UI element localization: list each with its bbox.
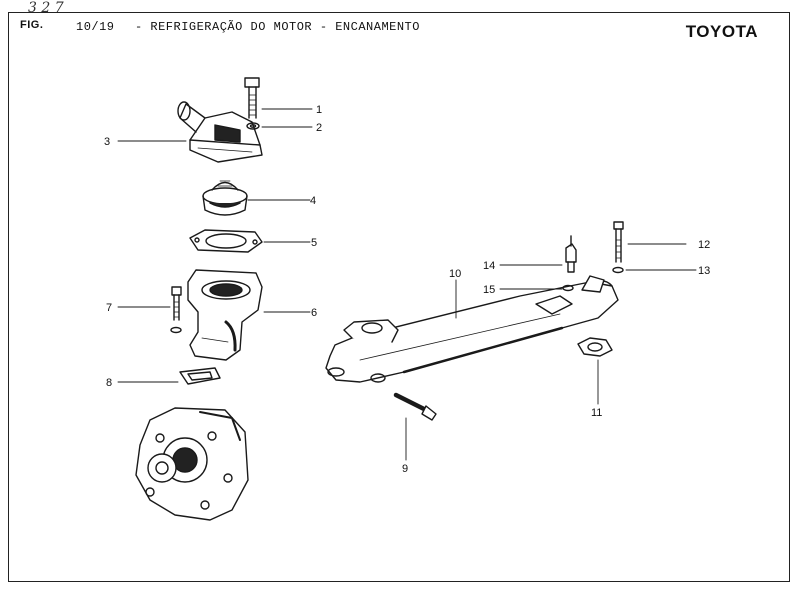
- part-12-bolt: [613, 221, 624, 263]
- callout-9: 9: [402, 463, 408, 475]
- part-10-water-pipe: [325, 275, 619, 383]
- part-11-gasket: [577, 337, 613, 357]
- figure-title: - REFRIGERAÇÃO DO MOTOR - ENCANAMENTO: [135, 20, 420, 34]
- part-1-bolt: [244, 77, 260, 119]
- part-4-thermostat: [202, 180, 248, 216]
- callout-8: 8: [106, 377, 112, 389]
- part-7-bolt: [170, 286, 182, 334]
- leader-lines: [117, 108, 697, 461]
- callout-11: 11: [591, 407, 602, 419]
- callout-1: 1: [316, 104, 322, 116]
- part-5-gasket: [189, 229, 263, 253]
- part-3-water-outlet: [177, 101, 263, 163]
- callout-14: 14: [483, 260, 495, 272]
- part-14-sensor: [565, 235, 577, 273]
- figure-number: 10/19: [76, 20, 115, 34]
- callout-10: 10: [449, 268, 461, 280]
- part-6-water-inlet-housing: [187, 269, 263, 361]
- callout-6: 6: [311, 307, 317, 319]
- water-pump: [135, 407, 249, 521]
- part-9-bolt: [393, 392, 437, 421]
- part-8-gasket: [179, 367, 221, 385]
- part-13-washer: [612, 266, 624, 274]
- callout-12: 12: [698, 239, 710, 251]
- callout-2: 2: [316, 122, 322, 134]
- callout-5: 5: [311, 237, 317, 249]
- callout-4: 4: [310, 195, 316, 207]
- callout-3: 3: [104, 136, 110, 148]
- part-15-washer: [562, 284, 574, 292]
- figure-frame: [8, 12, 790, 582]
- callout-13: 13: [698, 265, 710, 277]
- callout-7: 7: [106, 302, 112, 314]
- fig-label: FIG.: [20, 19, 44, 31]
- callout-15: 15: [483, 284, 495, 296]
- brand-logo: TOYOTA: [685, 22, 758, 41]
